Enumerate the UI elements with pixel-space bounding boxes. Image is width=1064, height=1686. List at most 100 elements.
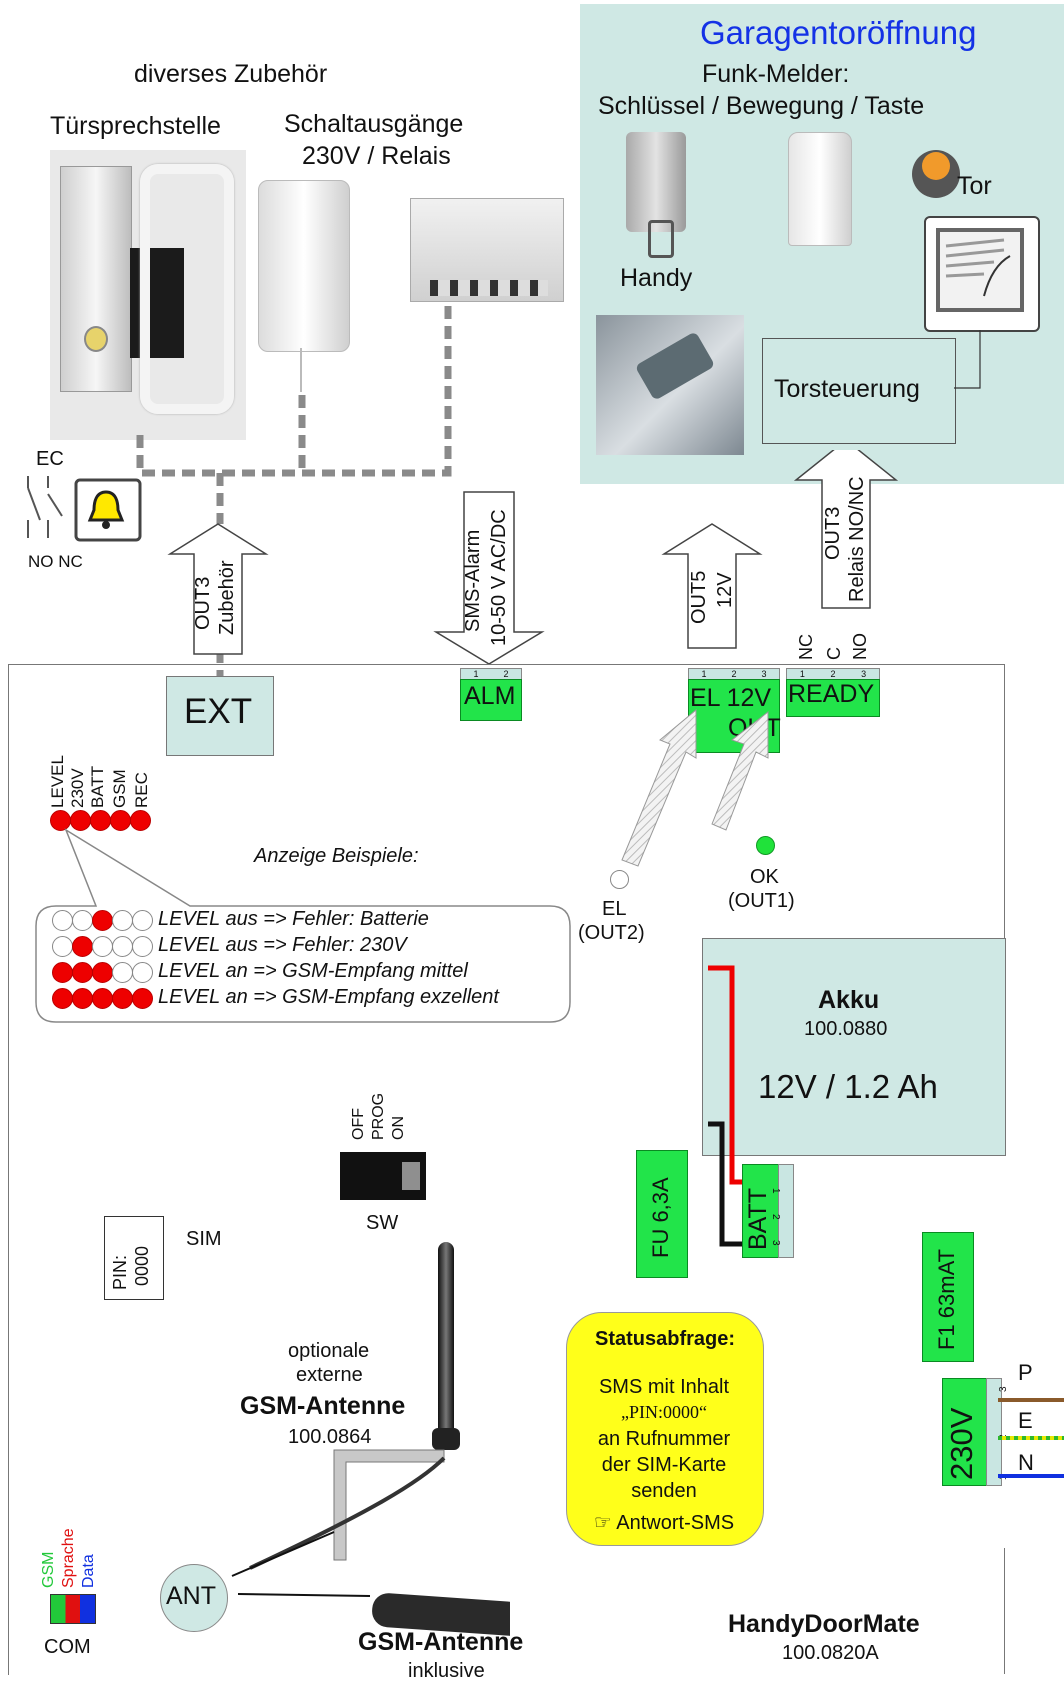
led-example-text: LEVEL an => GSM-Empfang mittel (158, 960, 468, 982)
el-led (610, 870, 629, 889)
ec-no-nc-label: NO NC (28, 552, 83, 571)
power-supply-photo (258, 180, 350, 352)
ready-pin: 1 (799, 669, 805, 679)
ext-antenna-line1: optionale (288, 1340, 370, 1362)
arrow-sms-alarm-label-2: 10-50 V AC/DC (488, 509, 510, 646)
tor-label: Tor (957, 172, 992, 200)
key-switch-image (626, 132, 686, 232)
arrow-sms-alarm (433, 491, 545, 665)
wire-p-label: P (1018, 1360, 1033, 1385)
door-connection-line (954, 330, 981, 389)
ext-antenna-name: GSM-Antenne (240, 1392, 406, 1420)
ext-antenna-part: 100.0864 (288, 1426, 372, 1448)
led-label-level: LEVEL (48, 755, 67, 808)
com-connector (50, 1594, 96, 1624)
arrow-out3-ext (167, 523, 269, 655)
ec-label: EC (36, 448, 64, 470)
remote-button-cap (922, 152, 950, 180)
device-outline-right-lower (1004, 1548, 1005, 1674)
torsteuerung-label: Torsteuerung (774, 375, 920, 403)
ext-antenna-line2: externe (296, 1364, 363, 1386)
arrow-out5-label-2: 12V (714, 572, 736, 608)
garage-title: Garagentoröffnung (700, 14, 977, 51)
led-example-text: LEVEL aus => Fehler: Batterie (158, 908, 429, 930)
arrow-out3-ext-label-1: OUT3 (192, 576, 214, 630)
arrow-out3-relay-label-2: Relais NO/NC (846, 476, 868, 602)
int-antenna-name: GSM-Antenne (358, 1628, 524, 1656)
mains-pin: 3 (998, 1386, 1009, 1392)
example-led (52, 962, 73, 983)
arrow-sms-alarm-label-1: SMS-Alarm (462, 529, 484, 632)
ready-pin-strip: 1 2 3 (786, 668, 880, 680)
status-query-line: an Rufnummer (597, 1428, 731, 1450)
batt-pin: 3 (770, 1240, 781, 1246)
alm-label: ALM (464, 682, 516, 710)
mode-switch-knob[interactable] (402, 1162, 420, 1190)
alm-pin: 2 (503, 669, 509, 679)
motion-detector-image (788, 132, 852, 246)
arrow-ok-led (711, 710, 769, 831)
status-query-box (566, 1312, 764, 1546)
ready-contact-no: NO (850, 633, 870, 660)
arrow-out3-relay (793, 450, 899, 609)
status-query-line: senden (631, 1480, 697, 1502)
example-led (112, 988, 133, 1009)
ext-label: EXT (184, 692, 253, 731)
status-query-reply: ☞ Antwort-SMS (593, 1512, 735, 1534)
ant-connector (160, 1564, 228, 1632)
sim-label: SIM (186, 1228, 222, 1250)
arrow-out3-relay-label-1: OUT3 (822, 506, 844, 560)
switch-outputs-label-2: 230V / Relais (302, 142, 451, 170)
product-part: 100.0820A (782, 1642, 879, 1664)
sim-pin-label: PIN: (110, 1254, 130, 1290)
batt-pin-strip (778, 1164, 794, 1258)
battery-part: 100.0880 (804, 1018, 888, 1040)
switch-label: SW (366, 1212, 399, 1234)
ready-label: READY (788, 680, 875, 708)
signal-arrows (167, 450, 899, 665)
mains-pin-strip (986, 1378, 1002, 1486)
fuse-f1-label: F1 63mAT (934, 1248, 959, 1350)
garage-subtitle-1: Funk-Melder: (702, 60, 850, 88)
accessories-title: diverses Zubehör (134, 60, 328, 88)
int-antenna-note: inklusive (408, 1660, 485, 1682)
example-led (52, 988, 73, 1009)
switch-pos-on: ON (390, 1116, 407, 1140)
led-example-text: LEVEL an => GSM-Empfang exzellent (158, 986, 499, 1008)
led-label-rec: REC (132, 772, 151, 808)
com-label: COM (44, 1636, 91, 1658)
ant-label: ANT (166, 1582, 216, 1610)
ok-led-label-2: (OUT1) (728, 890, 795, 912)
led-label-230v: 230V (68, 768, 87, 808)
el-pin: 1 (701, 669, 707, 679)
mains-wires (998, 1398, 1064, 1478)
led-examples-bubble (35, 828, 571, 1023)
com-label-data: Data (80, 1554, 97, 1588)
example-led (92, 910, 113, 931)
example-led (132, 988, 153, 1009)
led-example-text: LEVEL aus => Fehler: 230V (158, 934, 407, 956)
example-led (132, 910, 153, 931)
example-led (92, 988, 113, 1009)
fuse-fu-label: FU 6,3A (648, 1177, 673, 1258)
com-label-sprache: Sprache (60, 1528, 77, 1588)
fuse-f1 (922, 1232, 974, 1362)
ready-pin: 3 (861, 669, 867, 679)
batt-pin: 1 (770, 1188, 781, 1194)
arrow-out3-ext-label-2: Zubehör (216, 560, 238, 636)
bell-icon (87, 490, 125, 529)
example-led (72, 988, 93, 1009)
example-led (112, 910, 133, 931)
el-label-1: EL 12V (690, 684, 772, 712)
example-led (132, 962, 153, 983)
led-arrows (621, 708, 769, 867)
mains-label: 230V (944, 1407, 979, 1480)
el-led-label-1: EL (602, 898, 627, 920)
intercom-button (84, 326, 108, 352)
intercom-panel (60, 166, 132, 392)
com-label-gsm: GSM (40, 1551, 57, 1588)
power-supply-cable (300, 348, 302, 392)
ok-led-label-1: OK (750, 866, 779, 888)
mains-terminal (942, 1378, 988, 1486)
example-led (52, 936, 73, 957)
